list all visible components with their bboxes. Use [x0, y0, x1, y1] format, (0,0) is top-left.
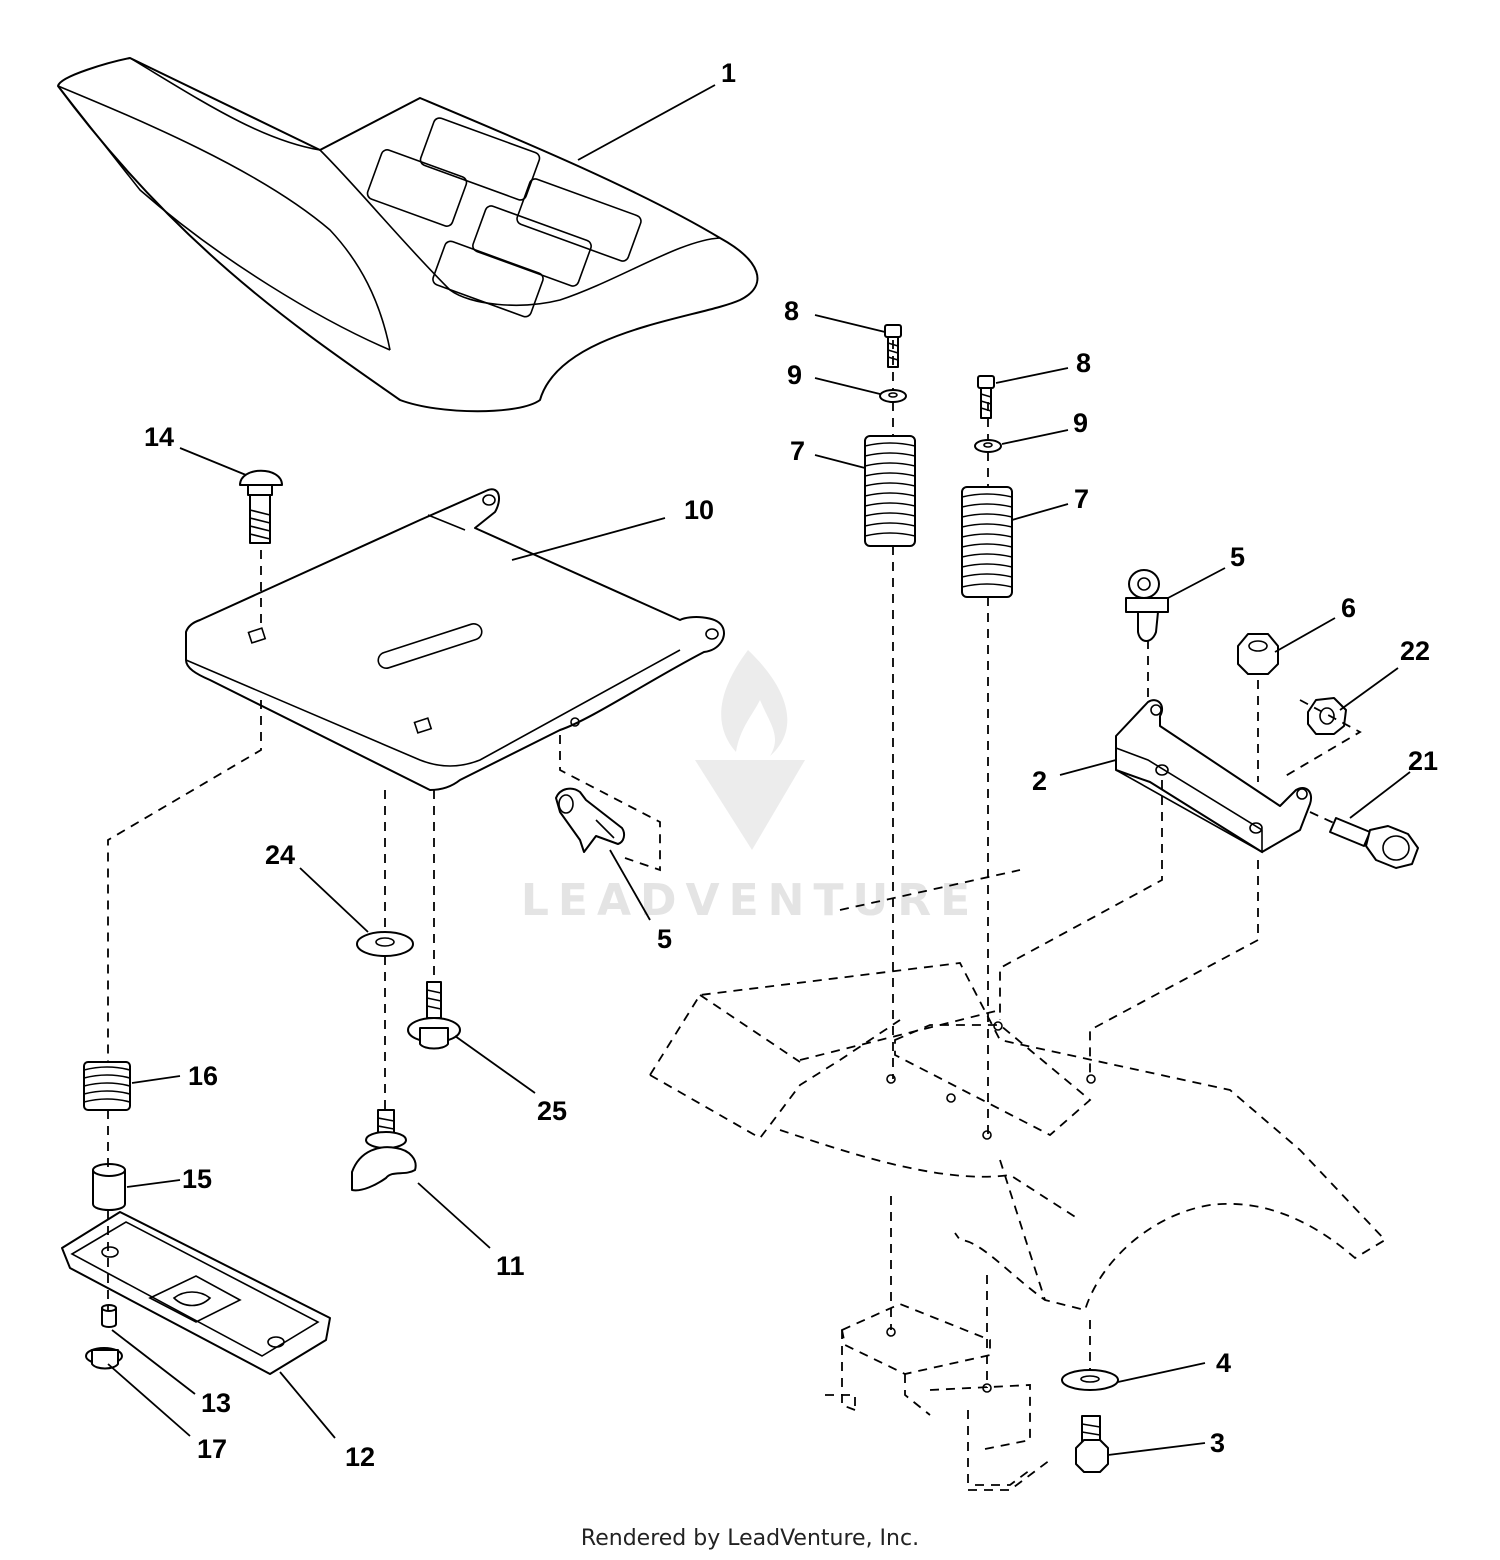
callout-25: 25: [537, 1096, 567, 1126]
nut-22: [1307, 697, 1347, 735]
callout-12: 12: [345, 1442, 375, 1472]
spacer: [92, 1163, 126, 1211]
callout-24: 24: [265, 840, 295, 870]
callout-11: 11: [496, 1251, 525, 1281]
watermark: LEADVENTURE: [521, 650, 979, 926]
callout-21: 21: [1408, 746, 1438, 776]
washer-24: [356, 931, 414, 957]
callout-3: 3: [1210, 1428, 1225, 1458]
washer-4: [1061, 1369, 1119, 1391]
leader-lines: [107, 84, 1411, 1456]
callout-5-right: 5: [1230, 542, 1245, 572]
nut-17: [85, 1347, 123, 1370]
watermark-text: LEADVENTURE: [521, 875, 979, 926]
callout-5-left: 5: [657, 924, 672, 954]
screw-8-right: [977, 375, 995, 419]
callout-8-left: 8: [784, 296, 799, 326]
callout-14: 14: [144, 422, 174, 452]
seat: [57, 57, 759, 413]
bracket-2: [1115, 699, 1312, 854]
clip-5-left: [555, 787, 626, 853]
part-13: [101, 1304, 117, 1328]
callout-9-left: 9: [787, 360, 802, 390]
bolt-21: [1329, 817, 1419, 869]
callout-2: 2: [1032, 766, 1047, 796]
clip-5-right: [1125, 569, 1169, 642]
frame-dashed-outline: [649, 869, 1387, 1491]
callout-10: 10: [684, 495, 714, 525]
callout-9-right: 9: [1073, 408, 1088, 438]
washer-9-left: [879, 389, 907, 403]
carriage-bolt: [239, 469, 283, 544]
bolt-3: [1075, 1415, 1109, 1473]
callout-15: 15: [182, 1164, 212, 1194]
callout-16: 16: [188, 1061, 218, 1091]
screw-8-left: [884, 324, 902, 368]
callout-8-right: 8: [1076, 348, 1091, 378]
callout-13: 13: [201, 1388, 231, 1418]
slide-plate: [61, 1211, 331, 1375]
bolt-25: [407, 981, 461, 1050]
spring-7-right: [961, 486, 1013, 598]
callout-22: 22: [1400, 636, 1430, 666]
callouts: 1 2 3 4 5 5 6 7 7 8 8 9 9 10 11 12 13 14…: [144, 58, 1438, 1472]
callout-7-right: 7: [1074, 484, 1089, 514]
nut-6: [1237, 633, 1279, 675]
spring-7-left: [864, 435, 916, 547]
callout-6: 6: [1341, 593, 1356, 623]
footer-credit: Rendered by LeadVenture, Inc.: [580, 1526, 920, 1551]
callout-1: 1: [721, 58, 736, 88]
callout-7-left: 7: [790, 436, 805, 466]
spring-16: [83, 1061, 131, 1111]
callout-4: 4: [1216, 1348, 1231, 1378]
washer-9-right: [974, 439, 1002, 453]
knob: [351, 1109, 417, 1192]
seat-pan: [185, 488, 725, 791]
assembly-lines: [107, 340, 1362, 1388]
callout-17: 17: [197, 1434, 227, 1464]
